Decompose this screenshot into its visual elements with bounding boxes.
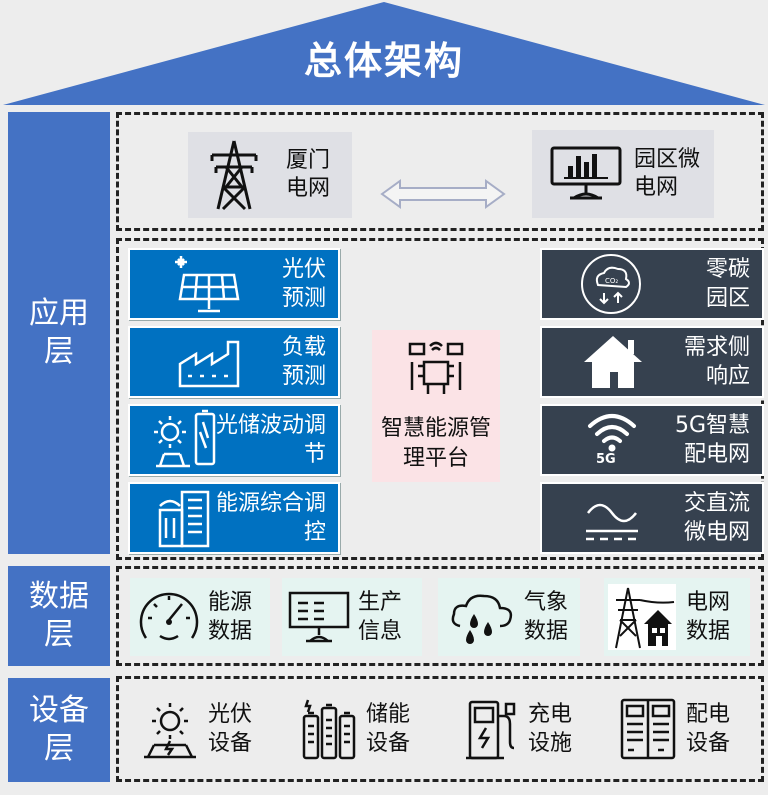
park-grid-label: 园区微电网 xyxy=(634,147,701,200)
gauge-icon xyxy=(139,592,199,641)
rain-cloud-icon xyxy=(451,594,513,644)
device-item-storage-label: 储能设备 xyxy=(366,702,411,756)
data-item-energy-label: 能源数据 xyxy=(208,590,253,644)
wifi-5g-icon xyxy=(588,414,636,452)
card-zero-carbon: CO₂ 零碳园区 xyxy=(540,248,764,320)
monitor-chart-icon xyxy=(550,146,622,200)
card-acdc-grid: 交直流微电网 xyxy=(540,482,764,554)
buildings-icon xyxy=(158,490,210,548)
pylon-icon xyxy=(210,140,258,211)
house-icon xyxy=(584,336,642,388)
center-platform-card: 智慧能源管理平台 xyxy=(372,330,500,482)
layer-label-app: 应用层 xyxy=(8,112,110,554)
page-title: 总体架构 xyxy=(303,39,464,83)
pylon-house-icon xyxy=(608,584,676,650)
data-item-production: 生产信息 xyxy=(282,578,422,656)
grid-frame xyxy=(116,112,764,231)
device-item-pv: 光伏设备 xyxy=(136,688,266,770)
device-item-pv-label: 光伏设备 xyxy=(208,702,253,756)
card-pv-forecast-label: 光伏预测 xyxy=(281,257,326,311)
device-item-charger-label: 充电设施 xyxy=(528,702,573,756)
data-item-production-label: 生产信息 xyxy=(358,590,403,644)
center-platform-label: 智慧能源管理平台 xyxy=(380,416,491,471)
card-5g-grid: 5G 5G智慧配电网 xyxy=(540,404,764,476)
card-demand-response-label: 需求侧响应 xyxy=(683,335,750,389)
data-item-grid-label: 电网数据 xyxy=(686,590,731,644)
data-item-weather-label: 气象数据 xyxy=(524,590,569,644)
ac-dc-icon xyxy=(586,503,638,541)
card-5g-grid-label: 5G智慧配电网 xyxy=(674,413,750,467)
data-item-weather: 气象数据 xyxy=(438,578,580,656)
device-frame xyxy=(116,676,764,782)
device-item-distribution: 配电设备 xyxy=(614,688,744,770)
charger-icon xyxy=(466,700,516,760)
card-acdc-grid-label: 交直流微电网 xyxy=(683,491,750,545)
card-demand-response: 需求侧响应 xyxy=(540,326,764,398)
card-load-forecast-label: 负载预测 xyxy=(281,335,326,389)
layer-label-device: 设备层 xyxy=(8,678,110,782)
sun-battery-icon xyxy=(154,409,216,468)
svg-text:CO₂: CO₂ xyxy=(605,277,618,285)
card-pv-forecast: 光伏预测 xyxy=(128,248,340,320)
data-item-energy: 能源数据 xyxy=(130,578,270,656)
sun-panel-icon xyxy=(144,703,196,759)
double-arrow-icon xyxy=(380,179,506,209)
solar-panel-icon xyxy=(175,256,240,313)
meeting-table-icon xyxy=(408,341,464,394)
device-item-charger: 充电设施 xyxy=(460,688,590,770)
park-grid-card: 园区微电网 xyxy=(532,130,714,218)
card-energy-control-label: 能源综合调控 xyxy=(216,491,327,545)
card-load-forecast: 负载预测 xyxy=(128,326,340,398)
monitor-icon xyxy=(288,591,350,643)
data-item-grid: 电网数据 xyxy=(604,578,750,656)
layer-label-device-text: 设备层 xyxy=(29,693,89,766)
factory-icon xyxy=(178,340,240,388)
cabinet-icon xyxy=(620,698,676,760)
layer-label-app-text: 应用层 xyxy=(29,296,89,369)
card-zero-carbon-label: 零碳园区 xyxy=(705,257,750,311)
xiamen-grid-label: 厦门电网 xyxy=(286,148,331,201)
layer-label-data-text: 数据层 xyxy=(29,579,89,652)
card-5g-badge: 5G xyxy=(596,452,616,467)
layer-label-data: 数据层 xyxy=(8,566,110,666)
battery-bank-icon xyxy=(302,699,356,760)
card-pv-storage-label: 光储波动调节 xyxy=(216,413,327,467)
co2-cloud-icon: CO₂ xyxy=(581,254,641,314)
app-frame xyxy=(116,238,764,560)
data-frame xyxy=(116,566,764,666)
card-pv-storage: 光储波动调节 xyxy=(128,404,340,476)
device-item-storage: 储能设备 xyxy=(294,688,424,770)
roof xyxy=(3,2,765,105)
device-item-distribution-label: 配电设备 xyxy=(686,702,731,756)
xiamen-grid-card: 厦门电网 xyxy=(188,132,352,218)
card-energy-control: 能源综合调控 xyxy=(128,482,340,554)
